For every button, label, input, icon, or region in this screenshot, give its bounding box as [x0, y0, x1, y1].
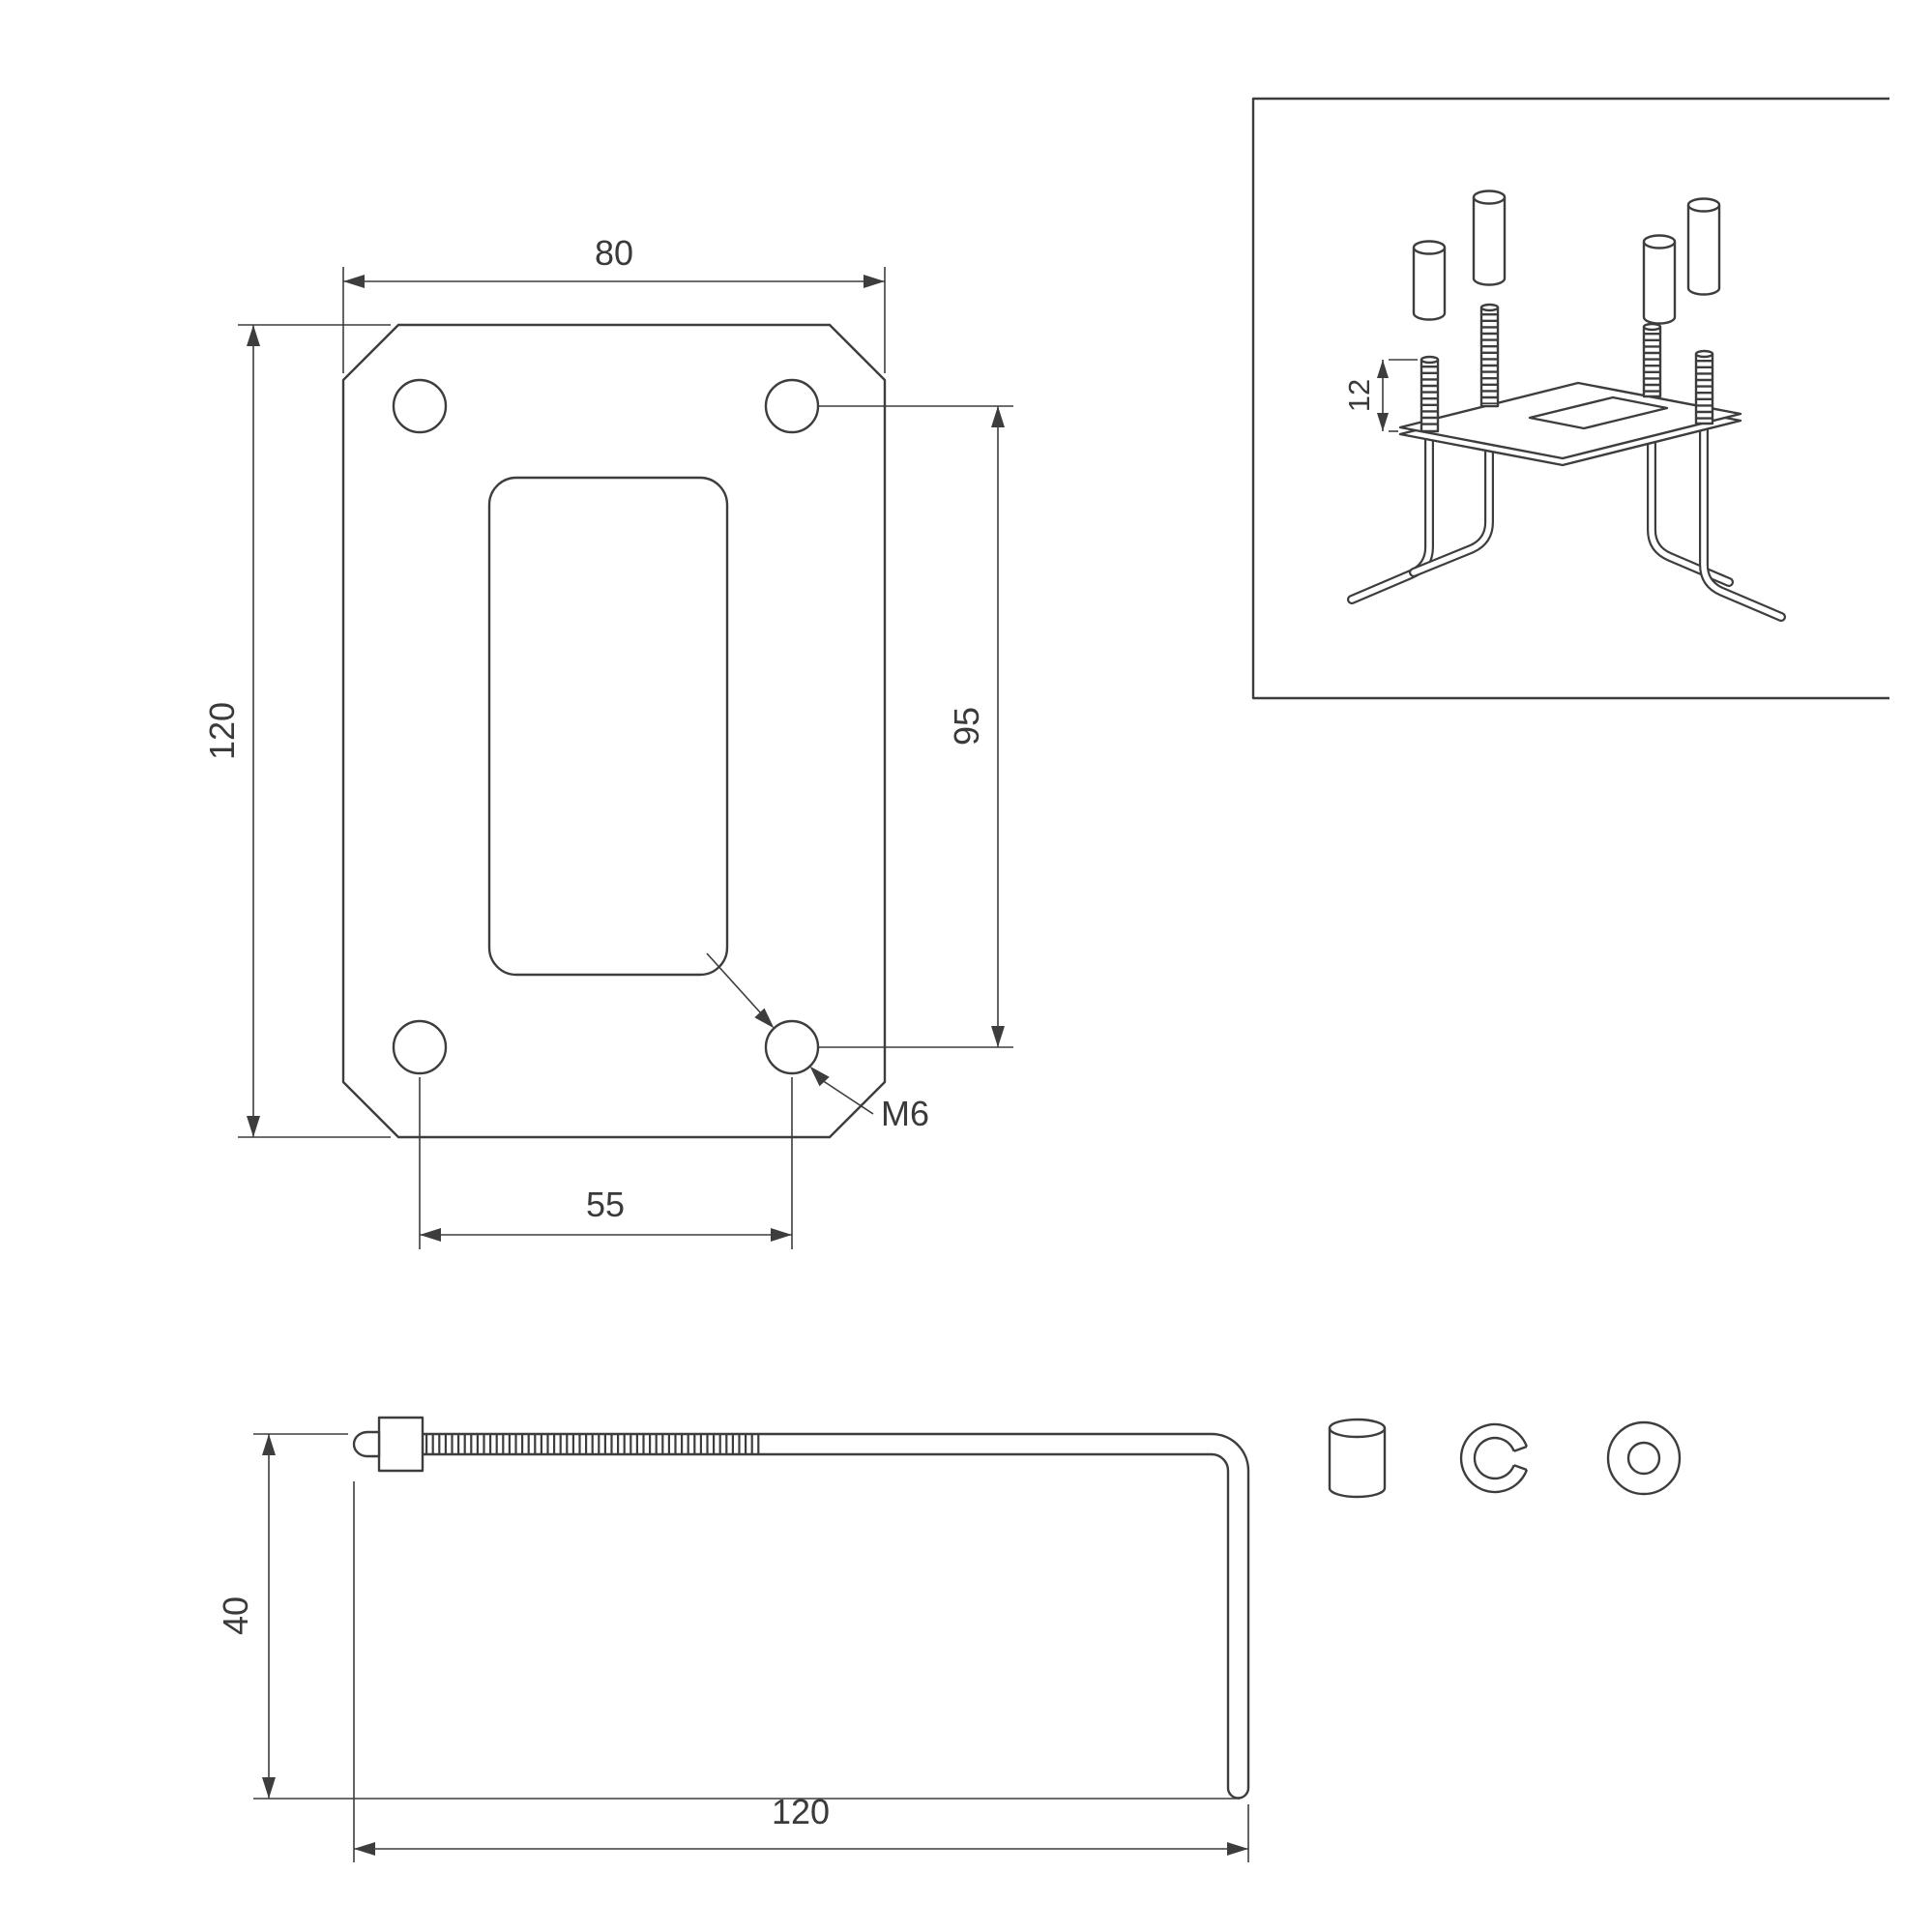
isometric-inset: 12 [1251, 97, 1889, 700]
mounting-hole [764, 378, 820, 434]
arrowhead [991, 1026, 1005, 1047]
anchor-leg-highlight [1411, 408, 1492, 575]
iso-plate-cutout [1528, 395, 1669, 430]
stud-top [1420, 355, 1440, 365]
dim-label-hole-span-vertical: 95 [947, 707, 986, 746]
arrowhead [262, 1777, 276, 1799]
leader-line [821, 1079, 874, 1115]
flat-washer-inner [1626, 1441, 1661, 1476]
anchor-leg-highlight [1701, 426, 1784, 620]
dimension-stud-offset: 12 [1342, 359, 1418, 432]
flat-washer-outer [1606, 1420, 1682, 1496]
dimension-bolt-length: 120 [353, 1481, 1249, 1862]
dim-label-plate-height: 120 [202, 702, 242, 760]
arrowhead [1227, 1842, 1248, 1856]
inset-frame [1251, 97, 1889, 700]
arrowhead [262, 1434, 276, 1455]
arrowhead [1377, 360, 1389, 378]
bolt-nut [377, 1416, 424, 1473]
stud-top [1479, 303, 1500, 312]
spacer-sleeve [1328, 1418, 1387, 1499]
flat-washer [1606, 1420, 1682, 1496]
iso-plate-top-face [1398, 381, 1742, 460]
arrowhead [809, 1066, 830, 1087]
arrowhead [771, 1228, 792, 1242]
spacer-cylinder [1472, 197, 1507, 286]
arrowhead [754, 1008, 775, 1029]
thread-label: M6 [881, 1094, 929, 1133]
anchor-legs [1347, 397, 1786, 622]
spring-washer-gap-edge [1513, 1464, 1528, 1472]
stud-top [1694, 349, 1714, 359]
dimension-hole-span-vertical: 95 [819, 405, 1013, 1048]
anchor-bolt-side-view: 40 120 [216, 1416, 1250, 1862]
plate-outline [341, 323, 887, 1139]
arrowhead [1377, 413, 1389, 431]
spring-washer-inner-ring [1473, 1436, 1515, 1480]
dim-label-stud-offset: 12 [1342, 379, 1376, 412]
plate-plan-view: 80 120 95 55 [202, 233, 1013, 1249]
arrowhead [991, 406, 1005, 427]
dim-label-plate-width: 80 [595, 233, 633, 273]
dimension-plate-height: 120 [202, 324, 391, 1138]
dimension-hole-span-horizontal: 55 [419, 1077, 793, 1249]
dimension-bolt-height: 40 [216, 1433, 1240, 1800]
bolt-dome-cap [352, 1430, 381, 1458]
dimension-plate-width: 80 [342, 233, 886, 373]
plate-central-cutout [487, 476, 729, 977]
threaded-stud [1420, 358, 1440, 433]
arrowhead [247, 325, 260, 346]
spacer-cylinder-top [1412, 240, 1447, 255]
dim-label-hole-span-horizontal: 55 [586, 1185, 625, 1224]
mounting-hole [392, 1019, 448, 1075]
spring-washer-outer-ring [1459, 1422, 1529, 1494]
spacer-cylinders [1412, 190, 1721, 325]
dim-label-bolt-length: 120 [772, 1792, 830, 1831]
arrowhead [354, 1842, 375, 1856]
spacer-cylinder-top [1472, 190, 1507, 205]
anchor-leg-highlight [1649, 399, 1732, 585]
mounting-hole [392, 378, 448, 434]
arrowhead [247, 1116, 260, 1137]
arrowhead [864, 275, 885, 288]
sleeve-top-opening [1328, 1418, 1387, 1439]
spacer-cylinder [1686, 205, 1721, 296]
dim-label-bolt-height: 40 [216, 1596, 255, 1635]
spacer-cylinder-top [1642, 234, 1677, 249]
small-parts [1328, 1418, 1682, 1499]
spring-washer-gap-edge [1513, 1445, 1528, 1452]
leader-line [706, 952, 762, 1014]
stud-top [1642, 322, 1662, 332]
sleeve-body [1328, 1428, 1387, 1499]
spacer-cylinder [1642, 242, 1677, 325]
thread-callout: M6 [706, 952, 929, 1133]
threaded-studs [1420, 303, 1714, 433]
spring-washer [1459, 1422, 1529, 1494]
mounting-hole [764, 1019, 820, 1075]
bolt-body [421, 1432, 1250, 1800]
arrowhead [343, 275, 365, 288]
spacer-cylinder [1412, 248, 1447, 321]
arrowhead [420, 1228, 441, 1242]
spacer-cylinder-top [1686, 197, 1721, 213]
